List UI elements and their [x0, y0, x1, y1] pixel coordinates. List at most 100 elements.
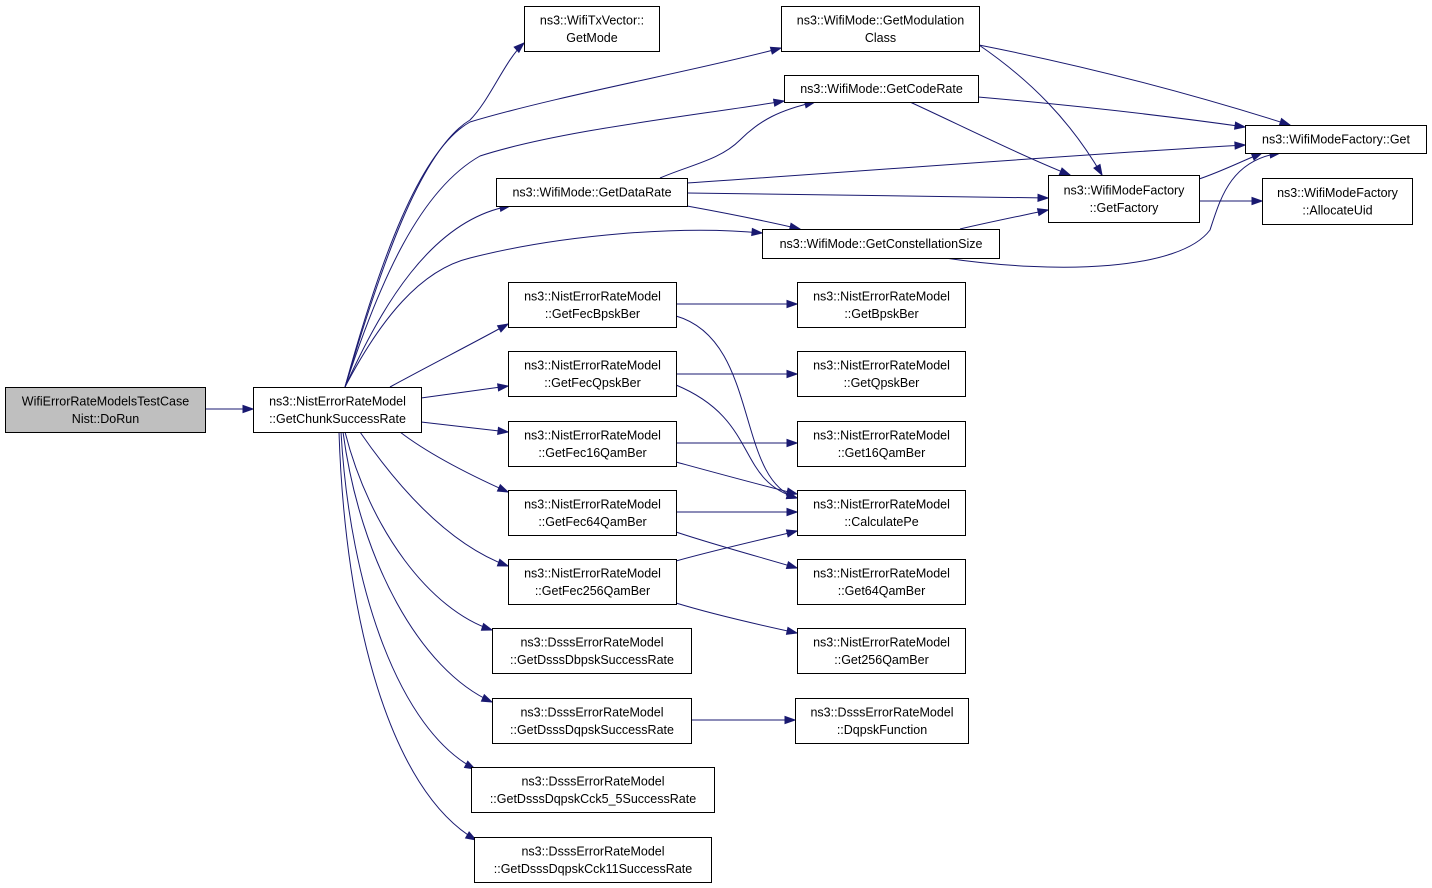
node-coderate[interactable]: ns3::WifiMode::GetCodeRate	[784, 75, 979, 103]
node-constsize[interactable]: ns3::WifiMode::GetConstellationSize	[762, 229, 1000, 259]
node-box	[797, 628, 966, 674]
arrowhead-icon	[1036, 208, 1050, 217]
edge-chunk-to-txmode	[344, 41, 526, 388]
node-dbpsk[interactable]: ns3::DsssErrorRateModel::GetDsssDbpskSuc…	[492, 628, 692, 674]
node-label-line: ::GetBpskBer	[844, 307, 918, 321]
arrowhead-icon	[785, 560, 799, 570]
node-q64[interactable]: ns3::NistErrorRateModel::Get64QamBer	[797, 559, 966, 605]
node-q256[interactable]: ns3::NistErrorRateModel::Get256QamBer	[797, 628, 966, 674]
edge-mffactory-to-mfget	[1198, 152, 1264, 180]
node-label-line: ns3::WifiMode::GetDataRate	[512, 186, 671, 200]
arrowhead-icon	[464, 831, 478, 841]
node-mffactory[interactable]: ns3::WifiModeFactory::GetFactory	[1048, 175, 1200, 223]
node-label-line: ns3::WifiTxVector::	[540, 13, 644, 27]
edge-chunk-to-dbpsk	[344, 431, 494, 631]
arrowhead-icon	[1058, 167, 1072, 176]
node-label-line: ns3::NistErrorRateModel	[524, 497, 661, 511]
edge-fec16-to-calcpe	[675, 461, 799, 496]
edge-line	[959, 209, 1049, 230]
edge-chunk-to-dqpsk	[342, 431, 494, 703]
node-box	[797, 351, 966, 397]
arrowhead-icon	[496, 483, 510, 493]
node-fec16[interactable]: ns3::NistErrorRateModel::GetFec16QamBer	[508, 421, 677, 467]
node-fecbpsk[interactable]: ns3::NistErrorRateModel::GetFecBpskBer	[508, 282, 677, 328]
node-label-line: ns3::NistErrorRateModel	[813, 289, 950, 303]
node-label-line: ns3::WifiModeFactory	[1277, 186, 1399, 200]
arrowhead-icon	[1234, 121, 1247, 130]
edge-line	[675, 531, 798, 569]
node-label-line: ::Get64QamBer	[838, 584, 926, 598]
node-label-line: ::GetFec256QamBer	[535, 584, 650, 598]
edge-fecqpsk-to-calcpe	[675, 384, 799, 500]
edge-chunk-to-cck11	[338, 431, 478, 841]
node-fec64[interactable]: ns3::NistErrorRateModel::GetFec64QamBer	[508, 490, 677, 536]
edge-modclass-to-mffactory	[978, 44, 1103, 177]
node-label-line: ns3::DsssErrorRateModel	[521, 844, 664, 858]
node-label-line: ns3::NistErrorRateModel	[524, 289, 661, 303]
node-label-line: ns3::NistErrorRateModel	[813, 428, 950, 442]
node-label-line: ::DqpskFunction	[837, 723, 927, 737]
node-q16[interactable]: ns3::NistErrorRateModel::Get16QamBer	[797, 421, 966, 467]
edge-fec256-to-q256	[675, 602, 799, 635]
node-box	[508, 559, 677, 605]
arrowhead-icon	[513, 41, 526, 54]
arrowhead-icon	[751, 227, 764, 237]
node-box	[508, 490, 677, 536]
node-label-line: Nist::DoRun	[72, 412, 139, 426]
node-datarate[interactable]: ns3::WifiMode::GetDataRate	[496, 178, 688, 207]
arrowhead-icon	[769, 46, 783, 55]
arrowhead-icon	[496, 558, 510, 567]
node-txmode[interactable]: ns3::WifiTxVector::GetMode	[524, 6, 660, 52]
arrowhead-icon	[497, 383, 510, 392]
node-box	[784, 75, 979, 103]
edge-fec256-to-calcpe	[675, 529, 799, 562]
edge-dorun-to-chunk	[205, 404, 255, 414]
arrowhead-icon	[1278, 117, 1292, 126]
node-box	[795, 698, 969, 744]
arrowhead-icon	[786, 299, 799, 309]
arrowhead-icon	[497, 426, 510, 435]
edge-chunk-to-fec64	[399, 431, 510, 493]
edge-fec16-to-q16	[676, 438, 799, 448]
node-qpsk[interactable]: ns3::NistErrorRateModel::GetQpskBer	[797, 351, 966, 397]
edge-chunk-to-fecbpsk	[389, 323, 510, 388]
edge-mffactory-to-mfalloc	[1199, 196, 1264, 206]
node-calcpe[interactable]: ns3::NistErrorRateModel::CalculatePe	[797, 490, 966, 536]
edge-line	[675, 461, 798, 495]
node-dqpsk[interactable]: ns3::DsssErrorRateModel::GetDsssDqpskSuc…	[492, 698, 692, 744]
node-mfget[interactable]: ns3::WifiModeFactory::Get	[1245, 125, 1427, 154]
node-label-line: ns3::NistErrorRateModel	[524, 428, 661, 442]
arrowhead-icon	[785, 529, 799, 538]
edge-fec64-to-q64	[675, 531, 799, 570]
edge-chunk-to-datarate	[344, 203, 512, 388]
node-bpsk[interactable]: ns3::NistErrorRateModel::GetBpskBer	[797, 282, 966, 328]
arrowhead-icon	[1250, 152, 1264, 161]
edge-line	[344, 431, 493, 631]
arrowhead-icon	[1234, 141, 1247, 150]
node-box	[253, 387, 422, 433]
arrowhead-icon	[785, 626, 799, 635]
arrowhead-icon	[496, 323, 510, 333]
edge-fecbpsk-to-calcpe	[675, 315, 799, 500]
edge-line	[344, 47, 782, 388]
node-cck55[interactable]: ns3::DsssErrorRateModel::GetDsssDqpskCck…	[471, 767, 715, 813]
node-label-line: ns3::NistErrorRateModel	[813, 497, 950, 511]
node-label-line: ::GetDsssDbpskSuccessRate	[510, 653, 674, 667]
node-mfalloc[interactable]: ns3::WifiModeFactory::AllocateUid	[1262, 178, 1413, 225]
node-label-line: ::CalculatePe	[844, 515, 918, 529]
node-label-line: ns3::WifiMode::GetConstellationSize	[780, 237, 983, 251]
node-cck11[interactable]: ns3::DsssErrorRateModel::GetDsssDqpskCck…	[474, 837, 712, 883]
node-dqpskfn[interactable]: ns3::DsssErrorRateModel::DqpskFunction	[795, 698, 969, 744]
node-box	[797, 559, 966, 605]
node-box	[474, 837, 712, 883]
arrowhead-icon	[785, 487, 799, 496]
node-chunk[interactable]: ns3::NistErrorRateModel::GetChunkSuccess…	[253, 387, 422, 433]
arrowhead-icon	[786, 507, 799, 517]
node-fec256[interactable]: ns3::NistErrorRateModel::GetFec256QamBer	[508, 559, 677, 605]
node-label-line: ::GetFecBpskBer	[545, 307, 640, 321]
node-fecqpsk[interactable]: ns3::NistErrorRateModel::GetFecQpskBer	[508, 351, 677, 397]
node-label-line: ::GetFec16QamBer	[538, 446, 646, 460]
